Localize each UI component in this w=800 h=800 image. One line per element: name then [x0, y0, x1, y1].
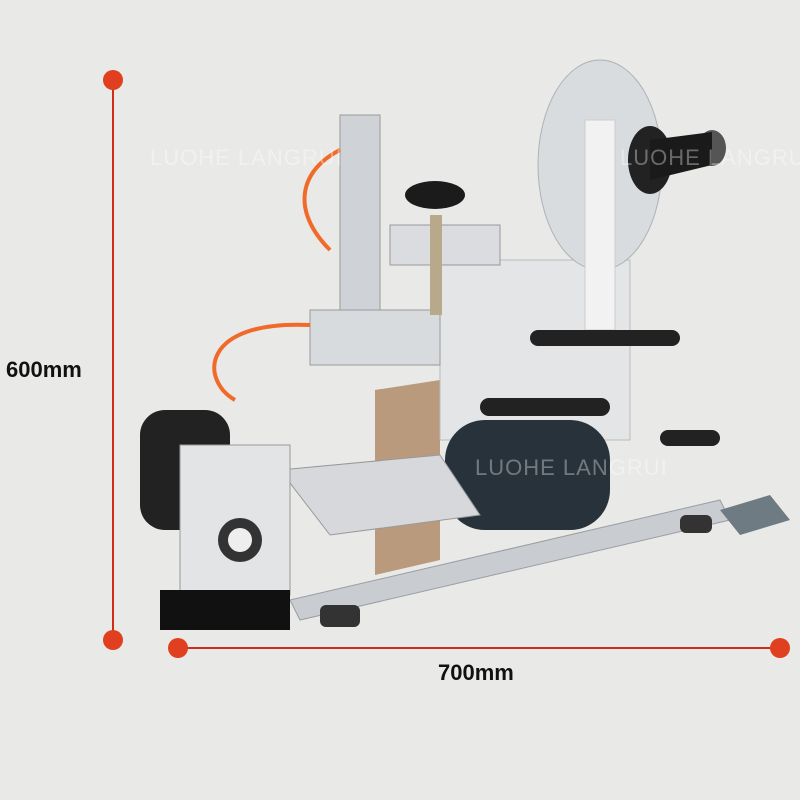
head-block	[309, 309, 441, 366]
pump-base	[160, 590, 290, 630]
watermark: LUOHE LANGRUI	[475, 455, 668, 480]
threaded-rod	[430, 215, 442, 315]
machine-foot	[680, 515, 712, 533]
pump-gauge-glass	[228, 528, 252, 552]
roller	[530, 330, 680, 346]
guide-plate	[279, 454, 481, 536]
watermark: LUOHE LANGRUI	[620, 145, 800, 170]
dimension-dot	[103, 630, 123, 650]
roller	[480, 398, 610, 416]
dimension-dot	[168, 638, 188, 658]
foot-pedal	[720, 495, 790, 535]
air-tube	[212, 322, 311, 402]
height-label: 600mm	[6, 357, 82, 382]
adjust-knob	[405, 181, 465, 209]
vertical-column	[339, 114, 381, 321]
roller	[660, 430, 720, 446]
label-strip	[584, 119, 616, 331]
machine-foot	[320, 605, 360, 627]
watermark: LUOHE LANGRUI	[150, 145, 343, 170]
roll-arm	[650, 132, 712, 180]
air-tube	[302, 148, 341, 252]
dimension-dot	[103, 70, 123, 90]
adjust-block	[389, 224, 501, 266]
width-label: 700mm	[438, 660, 514, 685]
dimension-dot	[770, 638, 790, 658]
motor	[445, 420, 610, 530]
